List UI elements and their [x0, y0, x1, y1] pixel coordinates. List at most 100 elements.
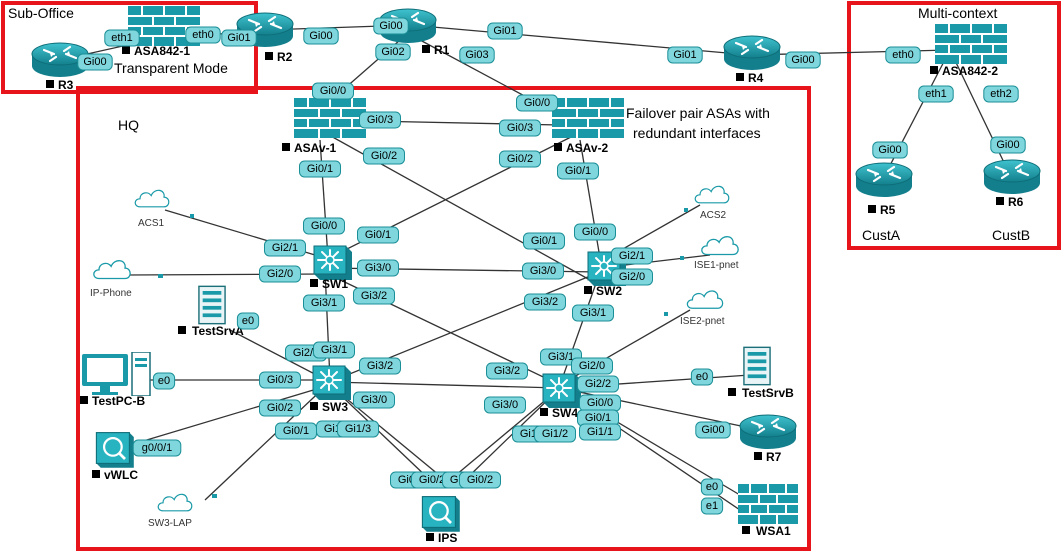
asav-2-firewall-icon[interactable] — [552, 98, 624, 138]
port-label-asav2-gi01: Gi0/1 — [557, 162, 599, 180]
svg-text:Gi3/0: Gi3/0 — [365, 262, 391, 274]
ise2-cloud-icon[interactable] — [686, 290, 724, 309]
failover-label-2: redundant interfaces — [633, 125, 761, 141]
clouds — [93, 185, 739, 512]
svg-text:Gi2/2: Gi2/2 — [585, 378, 611, 390]
asav-1-firewall-icon[interactable] — [294, 98, 366, 138]
port-label-asa1-eth1: eth1 — [104, 29, 140, 47]
svg-text:Gi3/2: Gi3/2 — [494, 365, 520, 377]
svg-text:Gi1/3: Gi1/3 — [345, 423, 371, 435]
svg-text:Gi0/2: Gi0/2 — [507, 153, 533, 165]
port-label-sw3-gi32: Gi3/2 — [359, 357, 401, 375]
port-label-sw1-gi00: Gi0/0 — [303, 217, 345, 235]
port-label-asa2-eth0: eth0 — [885, 46, 921, 64]
r4-router-icon[interactable] — [722, 34, 782, 72]
svg-text:Gi01: Gi01 — [673, 49, 696, 61]
sw3-lap-cloud-icon[interactable] — [157, 493, 193, 512]
ip-phone-label: IP-Phone — [90, 288, 132, 299]
svg-text:Gi00: Gi00 — [701, 424, 724, 436]
port-label-sw4-gi31: Gi3/1 — [540, 348, 582, 366]
port-label-sw1-gi30: Gi3/0 — [357, 259, 399, 277]
svg-text:Gi0/3: Gi0/3 — [507, 122, 533, 134]
sw1-switch-icon[interactable] — [313, 245, 353, 281]
port-label-asa2-eth1: eth1 — [918, 85, 954, 103]
r7-router-icon[interactable] — [738, 413, 798, 451]
svg-text:Gi2/0: Gi2/0 — [619, 271, 645, 283]
svg-text:Gi0/2: Gi0/2 — [267, 402, 293, 414]
svg-text:R1: R1 — [434, 43, 450, 57]
port-label-asav1-gi01: Gi0/1 — [299, 160, 341, 178]
testsrva-server-icon[interactable] — [198, 285, 226, 325]
port-label-sw4-gi00: Gi0/0 — [579, 394, 621, 412]
port-label-vwlc-g001: g0/0/1 — [132, 439, 182, 457]
port-label-sw4-gi11: Gi1/1 — [579, 423, 621, 441]
port-label-sw1-gi31: Gi3/1 — [303, 294, 345, 312]
svg-text:Gi00: Gi00 — [996, 139, 1019, 151]
svg-text:TestSrvB: TestSrvB — [742, 386, 794, 400]
ips-appliance-icon[interactable] — [421, 495, 462, 534]
r4-name: R4 — [736, 71, 764, 85]
port-label-sw4-gi01: Gi0/1 — [577, 409, 619, 427]
svg-text:Gi0/2: Gi0/2 — [467, 474, 493, 486]
svg-text:Gi3/0: Gi3/0 — [361, 394, 387, 406]
r6-name: R6 — [996, 195, 1024, 209]
r2-name: R2 — [265, 50, 293, 64]
svg-text:e0: e0 — [158, 375, 170, 387]
r3-name: R3 — [46, 78, 74, 92]
svg-text:Gi0/0: Gi0/0 — [524, 97, 550, 109]
svg-text:e0: e0 — [706, 481, 718, 493]
svg-text:Gi01: Gi01 — [493, 25, 516, 37]
port-label-wsa-e0: e0 — [700, 478, 724, 496]
vwlc-appliance-icon[interactable] — [95, 431, 136, 470]
port-label-asav2-gi00: Gi0/0 — [516, 94, 558, 112]
testsrvb-server-icon[interactable] — [743, 346, 771, 386]
port-label-r1-gi00: Gi00 — [373, 17, 409, 35]
ise2-label: ISE2-pnet — [680, 316, 725, 327]
sw4-switch-icon[interactable] — [542, 373, 582, 409]
port-label-r4-gi00: Gi00 — [785, 51, 821, 69]
sw1-name: SW1 — [310, 277, 348, 291]
port-label-r7-gi00: Gi00 — [695, 421, 731, 439]
acs2-cloud-icon[interactable] — [694, 185, 730, 204]
svg-text:SW2: SW2 — [596, 284, 622, 298]
svg-text:R6: R6 — [1008, 195, 1024, 209]
ip-phone-cloud-icon[interactable] — [93, 260, 131, 280]
r6-router-icon[interactable] — [982, 158, 1042, 196]
r5-router-icon[interactable] — [854, 161, 914, 199]
svg-text:R3: R3 — [58, 78, 74, 92]
port-label-sw1-gi21: Gi2/1 — [264, 239, 306, 257]
port-label-asav1-gi00: Gi0/0 — [312, 82, 354, 100]
port-label-sw2-gi32: Gi3/2 — [524, 293, 566, 311]
port-label-asav1-gi02: Gi0/2 — [363, 147, 405, 165]
sw3-switch-icon[interactable] — [312, 365, 352, 401]
port-label-sw2-gi01: Gi0/1 — [523, 232, 565, 250]
port-label-r1-gi01: Gi01 — [487, 22, 523, 40]
acs1-cloud-icon[interactable] — [134, 189, 170, 208]
svg-text:Gi00: Gi00 — [83, 56, 106, 68]
ise1-cloud-icon[interactable] — [701, 236, 739, 256]
svg-text:eth0: eth0 — [192, 29, 213, 41]
svg-text:Gi00: Gi00 — [309, 30, 332, 42]
r1-name: R1 — [422, 43, 450, 57]
sw3-name: SW3 — [310, 400, 348, 414]
testsrvb-name: TestSrvB — [728, 386, 794, 400]
testpc-b-name: TestPC-B — [80, 394, 145, 408]
svg-text:Gi3/1: Gi3/1 — [311, 297, 337, 309]
svg-text:Gi3/0: Gi3/0 — [492, 399, 518, 411]
svg-text:Gi3/2: Gi3/2 — [367, 360, 393, 372]
svg-text:Gi2/1: Gi2/1 — [619, 250, 645, 262]
wsa1-appliance-icon[interactable] — [738, 484, 798, 524]
vwlc-name: vWLC — [92, 468, 138, 482]
testpc-b-pc-icon[interactable] — [82, 352, 151, 396]
acs2-label: ACS2 — [700, 210, 727, 221]
svg-text:SW1: SW1 — [322, 277, 348, 291]
svg-text:Gi0/2: Gi0/2 — [419, 474, 445, 486]
port-label-asa1-eth0: eth0 — [185, 26, 221, 44]
svg-text:Gi0/2: Gi0/2 — [371, 150, 397, 162]
svg-text:Gi02: Gi02 — [381, 46, 404, 58]
svg-text:IPS: IPS — [438, 531, 457, 545]
asa842-2-firewall-icon[interactable] — [935, 24, 1007, 64]
hq-label: HQ — [118, 117, 139, 133]
